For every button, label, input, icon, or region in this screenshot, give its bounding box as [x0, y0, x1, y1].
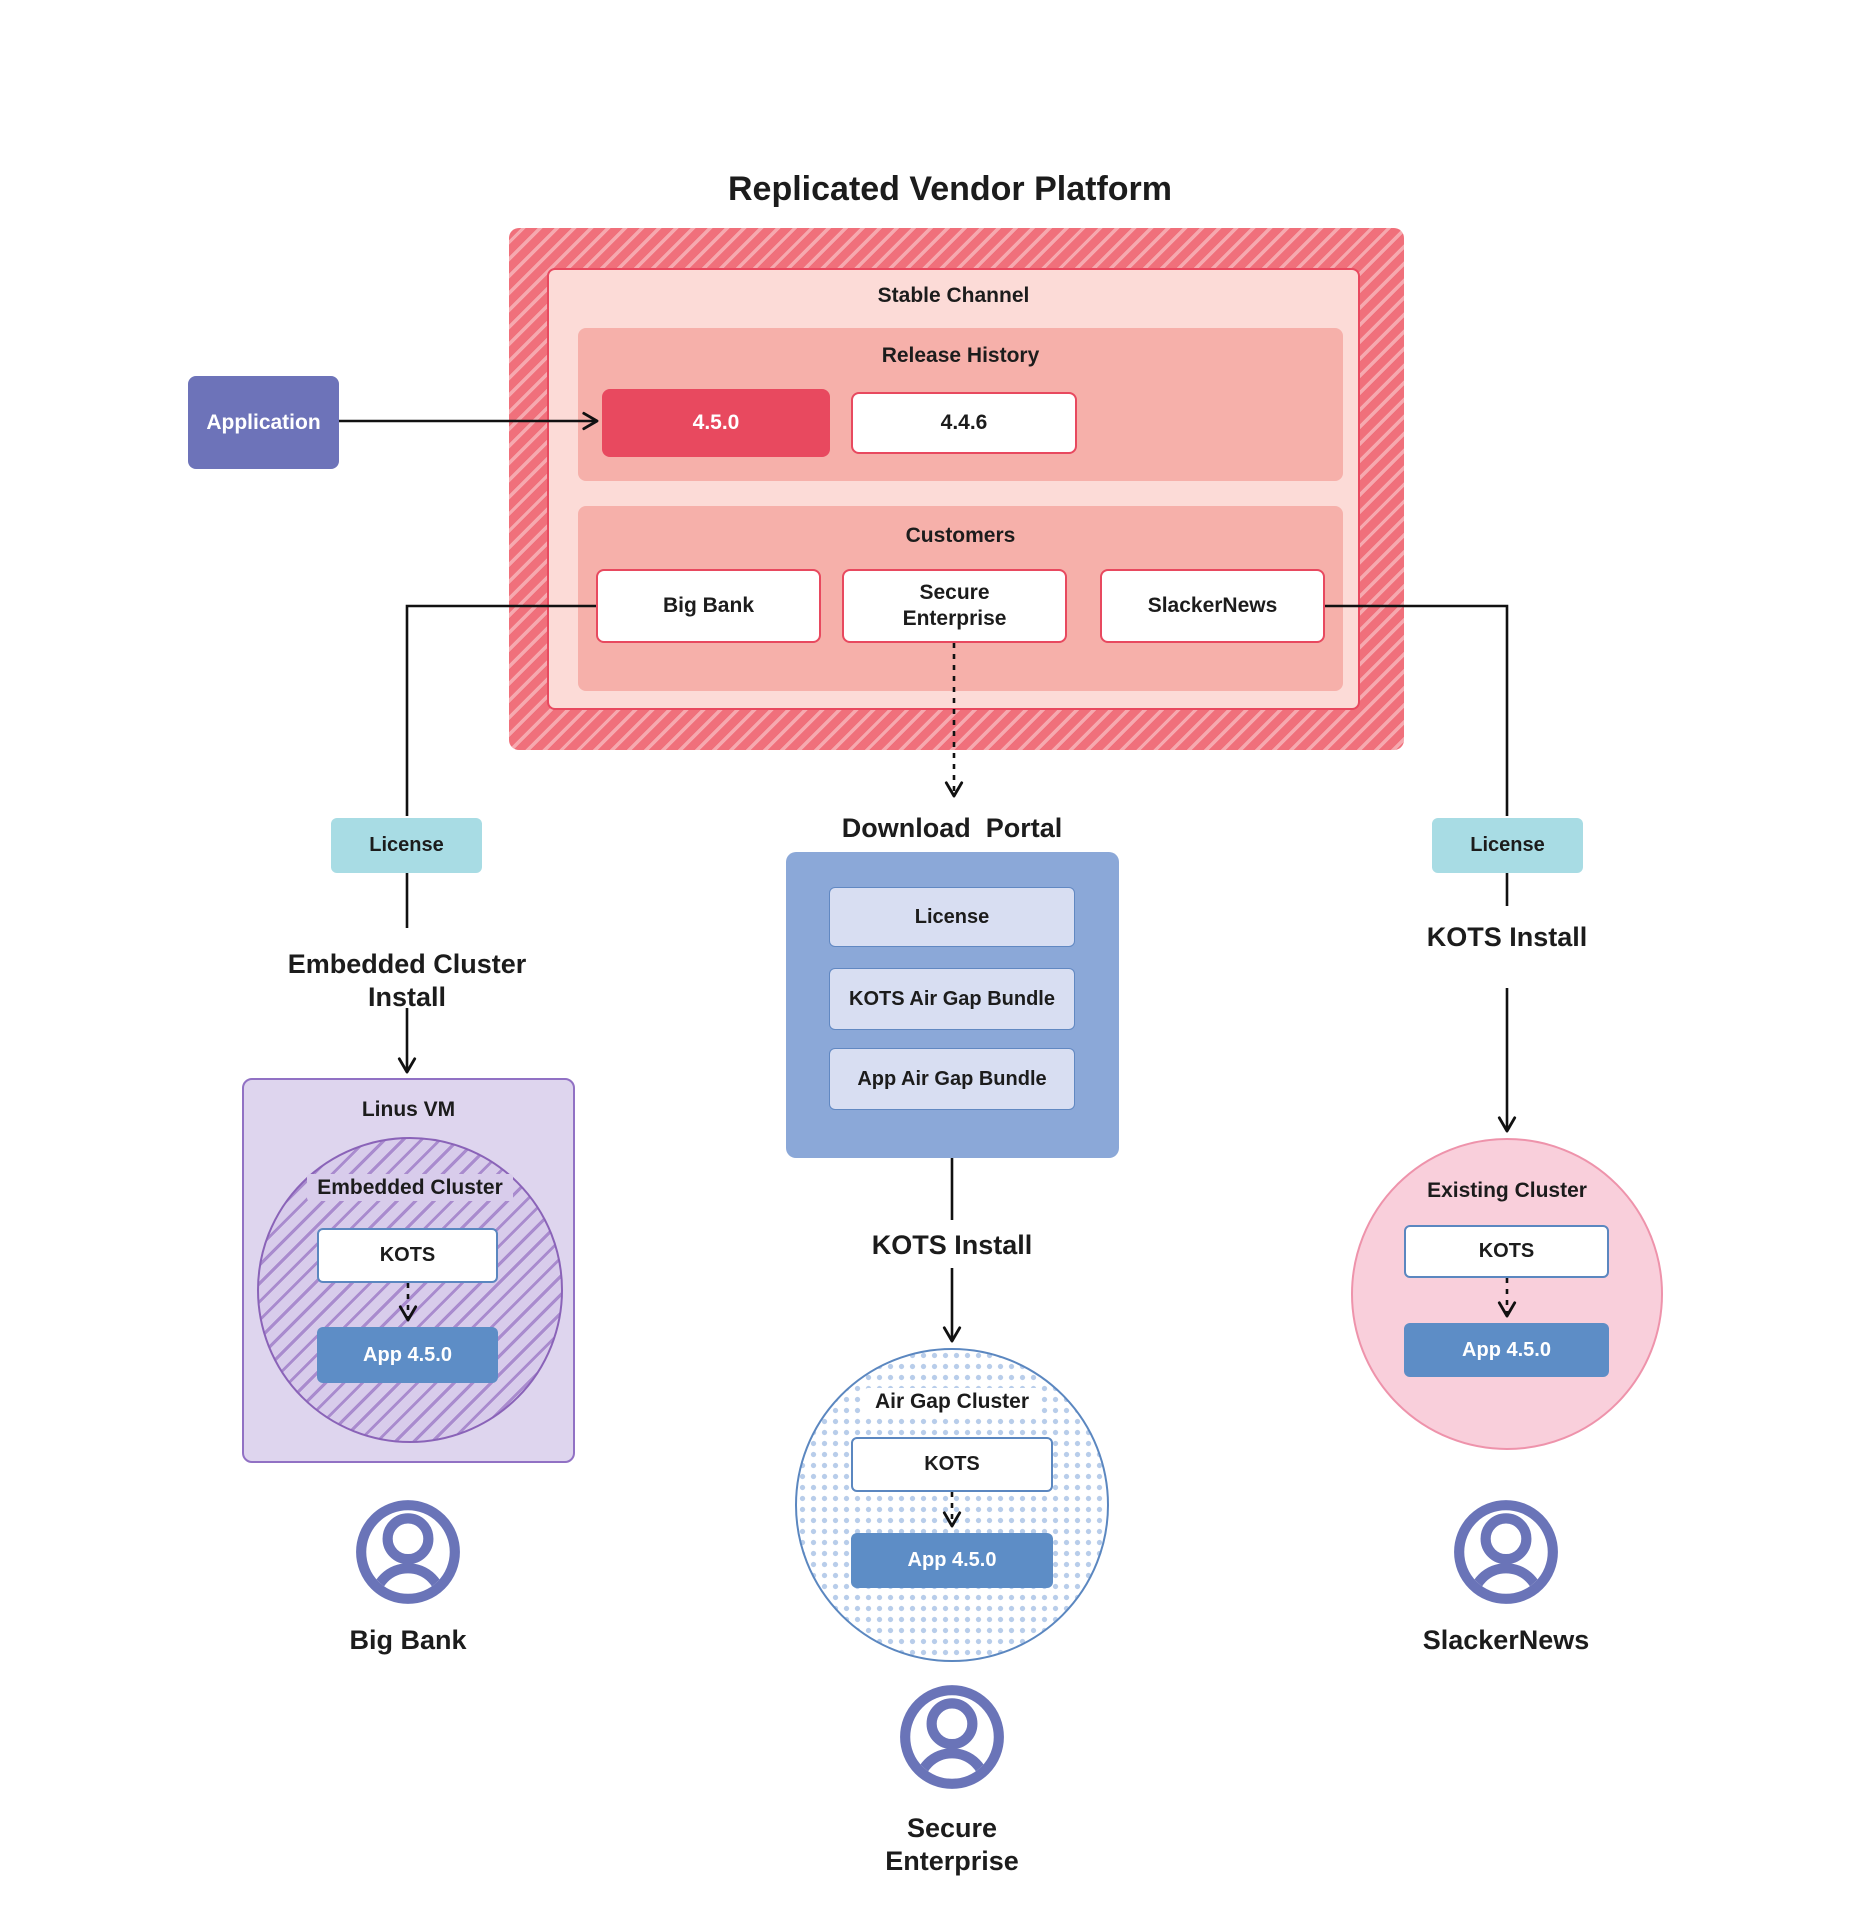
user-icon: [900, 1685, 1004, 1789]
kots-node-right: KOTS: [1404, 1225, 1609, 1278]
persona-secure-enterprise-text: Secure Enterprise: [885, 1813, 1019, 1876]
user-icon: [1454, 1500, 1558, 1604]
kots-node-center: KOTS: [851, 1437, 1053, 1492]
kots-install-label-right: KOTS Install: [1426, 922, 1588, 952]
release-history-label: Release History: [881, 344, 1040, 367]
kots-install-label-center: KOTS Install: [871, 1230, 1033, 1260]
persona-slackernews-label: SlackerNews: [1422, 1625, 1590, 1655]
download-portal-label: Download Portal: [841, 813, 1063, 843]
diagram-title: Replicated Vendor Platform: [728, 170, 1172, 208]
air-gap-cluster-circle: [795, 1348, 1109, 1662]
customers-label: Customers: [905, 524, 1016, 547]
customer-secure-enterprise-text: Secure Enterprise: [902, 581, 1007, 630]
air-gap-cluster-label: Air Gap Cluster: [802, 1388, 1102, 1415]
persona-secure-enterprise: [896, 1681, 1008, 1793]
release-node-previous: 4.4.6: [851, 392, 1077, 454]
portal-item-app-air-gap-bundle: App Air Gap Bundle: [829, 1048, 1075, 1110]
customer-node-big-bank: Big Bank: [596, 569, 821, 643]
portal-item-license: License: [829, 887, 1075, 947]
persona-slackernews: [1450, 1496, 1562, 1608]
kots-node-left: KOTS: [317, 1228, 498, 1283]
air-gap-cluster-label-text: Air Gap Cluster: [864, 1388, 1040, 1415]
stable-channel-label: Stable Channel: [877, 284, 1030, 307]
persona-big-bank-label: Big Bank: [349, 1625, 467, 1655]
embedded-cluster-label-text: Embedded Cluster: [307, 1174, 513, 1201]
user-icon: [356, 1500, 460, 1604]
app-node-left: App 4.5.0: [317, 1327, 498, 1383]
persona-secure-enterprise-label: Secure Enterprise: [852, 1812, 1052, 1878]
embedded-cluster-label: Embedded Cluster: [260, 1174, 560, 1201]
license-node-right: License: [1432, 818, 1583, 873]
app-node-center: App 4.5.0: [851, 1533, 1053, 1588]
linus-vm-label: Linus VM: [361, 1098, 456, 1121]
application-node: Application: [188, 376, 339, 469]
portal-item-kots-air-gap-bundle: KOTS Air Gap Bundle: [829, 968, 1075, 1030]
customer-node-slackernews: SlackerNews: [1100, 569, 1325, 643]
app-node-right: App 4.5.0: [1404, 1323, 1609, 1377]
persona-big-bank: [352, 1496, 464, 1608]
customer-node-secure-enterprise: Secure Enterprise: [842, 569, 1067, 643]
embedded-cluster-install-label: Embedded Cluster Install: [287, 949, 527, 1012]
license-node-left: License: [331, 818, 482, 873]
existing-cluster-label: Existing Cluster: [1427, 1179, 1587, 1202]
release-node-current: 4.5.0: [602, 389, 830, 457]
